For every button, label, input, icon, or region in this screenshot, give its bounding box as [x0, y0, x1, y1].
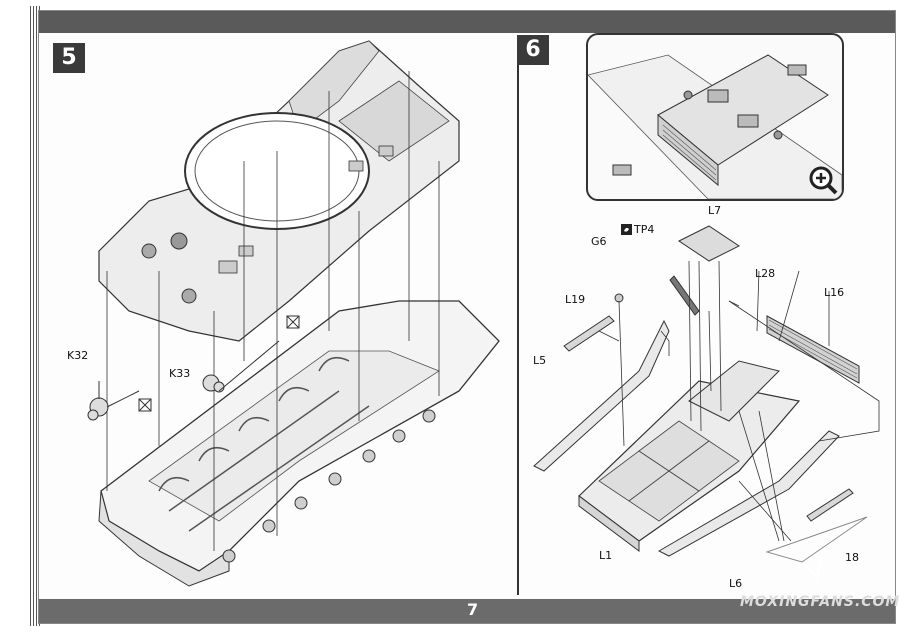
page-number: 7	[467, 600, 479, 619]
step-5-number: 5	[53, 43, 85, 73]
step-5-illustration	[87, 40, 500, 587]
detail-inset	[586, 33, 844, 201]
label-g6: G6	[591, 235, 607, 248]
label-k32: K32	[67, 349, 89, 362]
label-tp4: TP4	[634, 223, 655, 236]
glue-logo-icon	[621, 224, 632, 235]
label-l16: L16	[824, 286, 845, 299]
top-bar	[39, 11, 895, 33]
label-l6: L6	[729, 577, 743, 590]
watermark: MOXINGFANS.COM	[740, 594, 900, 610]
step-divider	[517, 35, 519, 595]
step-6-number: 6	[517, 35, 549, 65]
label-l19: L19	[565, 293, 586, 306]
paper-plane-logo-icon	[762, 515, 868, 580]
no-glue-icon	[138, 398, 152, 412]
zoom-in-icon[interactable]	[808, 165, 838, 195]
label-l1: L1	[599, 549, 613, 562]
label-l7: L7	[708, 204, 722, 217]
bottom-bar: 7	[39, 599, 895, 623]
instruction-sheet: 5	[38, 10, 896, 624]
label-l28: L28	[755, 267, 776, 280]
label-k33: K33	[169, 367, 191, 380]
step-6-illustration	[533, 224, 880, 557]
label-l18: 18	[845, 551, 859, 564]
label-l5: L5	[533, 354, 547, 367]
